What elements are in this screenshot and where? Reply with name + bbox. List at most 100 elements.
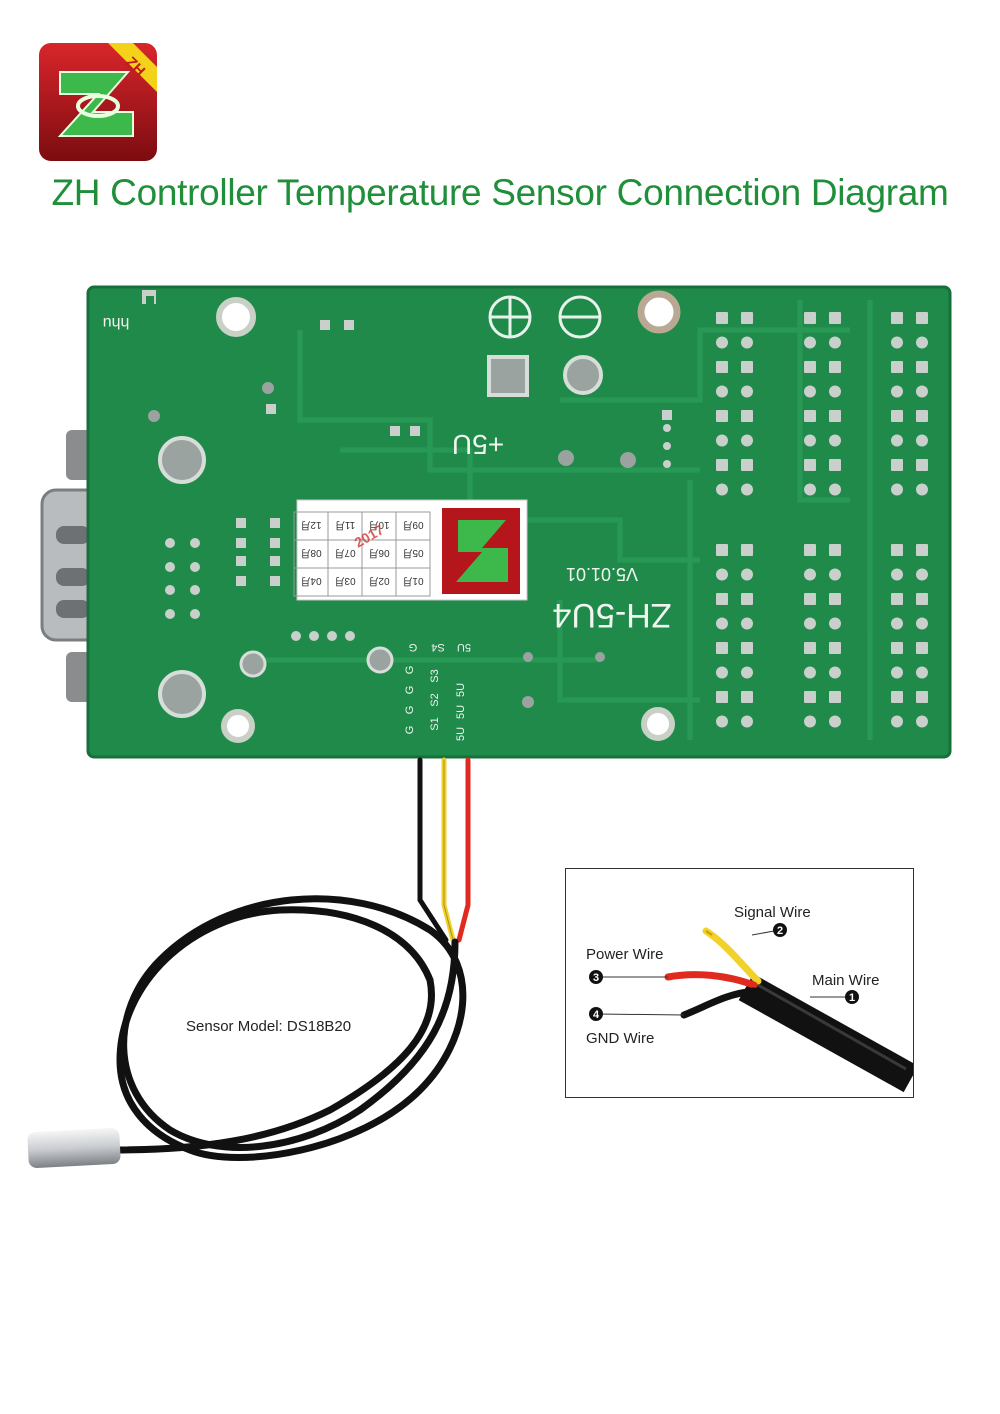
header-pin — [716, 666, 728, 679]
mount-hole — [641, 707, 675, 741]
pin-label-g: G — [409, 641, 418, 653]
header-pin — [829, 385, 841, 398]
header-pin — [716, 642, 728, 654]
header-pin — [804, 434, 816, 447]
pin-label-g-1: G — [404, 666, 416, 675]
header-pin — [804, 617, 816, 630]
marker-4 — [589, 1007, 603, 1021]
header-pin — [741, 434, 753, 447]
header-pin — [741, 385, 753, 398]
header-pin — [741, 568, 753, 581]
header-pin — [891, 312, 903, 324]
pin-label-s1: S1 — [429, 717, 441, 730]
pin-label-s2: S2 — [429, 693, 441, 706]
board-model-label: ZH-5U4 — [552, 596, 671, 634]
sensor-model-label: Sensor Model: DS18B20 — [186, 1018, 352, 1035]
header-pin — [716, 715, 728, 728]
zh-logo: ZH — [39, 43, 157, 161]
header-pin — [741, 691, 753, 703]
header-pin — [716, 361, 728, 373]
header-pin — [804, 715, 816, 728]
power-wire-label: Power Wire — [586, 946, 664, 963]
header-pin — [829, 336, 841, 349]
header-pin — [891, 434, 903, 447]
header-pin — [716, 617, 728, 630]
header-pin — [716, 568, 728, 581]
marker-2 — [773, 923, 787, 937]
board-version-label: V5.01.01 — [566, 564, 638, 584]
header-pin — [916, 544, 928, 556]
sticker-cell: 02月 — [368, 575, 389, 587]
header-pin — [741, 617, 753, 630]
sticker-cell: 08月 — [300, 547, 321, 559]
header-pin — [716, 459, 728, 471]
header-pin — [891, 544, 903, 556]
pin-label-5u-3: 5U — [455, 727, 467, 741]
header-pin — [804, 385, 816, 398]
header-pin — [741, 459, 753, 471]
page-title: ZH Controller Temperature Sensor Connect… — [51, 172, 949, 213]
header-pin — [741, 642, 753, 654]
sensor-wires — [417, 757, 471, 943]
header-pin — [716, 410, 728, 422]
header-pin — [829, 459, 841, 471]
header-pin — [891, 593, 903, 605]
header-pin — [916, 666, 928, 679]
header-pin — [916, 312, 928, 324]
header-pin — [829, 434, 841, 447]
mount-hole — [637, 290, 681, 334]
header-pin — [829, 642, 841, 654]
mount-hole — [221, 709, 255, 743]
header-pin — [891, 666, 903, 679]
header-pin — [716, 385, 728, 398]
header-pin — [804, 593, 816, 605]
sensor-cable — [111, 895, 467, 1161]
header-pin — [916, 410, 928, 422]
marker-3-text: 3 — [593, 972, 599, 984]
sticker-cell: 09月 — [402, 519, 423, 531]
header-pin — [829, 617, 841, 630]
header-pin — [804, 459, 816, 471]
header-pin-grid — [716, 312, 928, 728]
header-pin — [891, 410, 903, 422]
gnd-wire-line — [680, 987, 758, 1019]
sticker-cell: 03月 — [334, 575, 355, 587]
header-pin — [829, 666, 841, 679]
header-pin — [741, 666, 753, 679]
header-pin — [891, 642, 903, 654]
header-pin — [829, 361, 841, 373]
plus-symbol-icon — [488, 295, 532, 339]
header-pin — [804, 312, 816, 324]
header-pin — [741, 483, 753, 496]
header-pin — [891, 361, 903, 373]
header-pin — [916, 361, 928, 373]
wire-detail-inset: 2 3 1 4 Signal Wire Power Wire Main Wire… — [565, 868, 919, 1098]
pin-label-5u-2: 5U — [455, 705, 467, 719]
header-pin — [891, 715, 903, 728]
header-pin — [716, 483, 728, 496]
pin-label-g-2: G — [404, 686, 416, 695]
header-pin — [804, 336, 816, 349]
header-pin — [891, 459, 903, 471]
signal-wire-label: Signal Wire — [734, 904, 811, 921]
header-pin — [804, 361, 816, 373]
sticker-cell: 11月 — [335, 519, 355, 531]
sensor-probe — [27, 1128, 121, 1168]
header-pin — [829, 410, 841, 422]
gnd-wire-label: GND Wire — [586, 1030, 654, 1047]
header-pin — [829, 593, 841, 605]
header-pin — [916, 691, 928, 703]
sticker-cell: 01月 — [402, 575, 423, 587]
header-pin — [916, 483, 928, 496]
header-pin — [916, 459, 928, 471]
header-pin — [804, 410, 816, 422]
header-pin — [716, 434, 728, 447]
header-pin — [891, 385, 903, 398]
sticker-cell: 07月 — [334, 547, 355, 559]
header-pin — [741, 410, 753, 422]
header-pin — [829, 312, 841, 324]
header-pin — [916, 385, 928, 398]
header-pin — [916, 715, 928, 728]
header-pin — [716, 544, 728, 556]
